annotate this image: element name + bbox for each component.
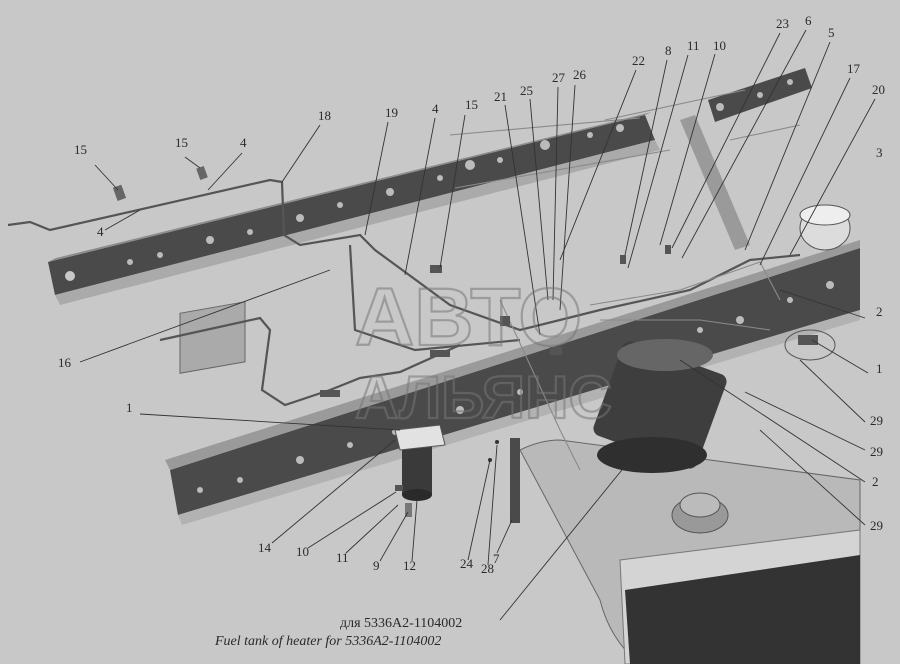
callout-l4c: 4 (97, 224, 104, 239)
callout-l1a: 1 (876, 361, 883, 376)
callout-l29c: 29 (870, 518, 883, 533)
callout-l24: 24 (460, 556, 474, 571)
bracket (179, 301, 246, 374)
callout-l4a: 4 (432, 101, 439, 116)
callout-l11a: 11 (687, 38, 700, 53)
callout-l18: 18 (318, 108, 331, 123)
caption-en: Fuel tank of heater for 5336А2-1104002 (214, 634, 441, 649)
watermark-line2: АЛЬЯНС (355, 364, 612, 431)
small-parts (112, 165, 836, 517)
callout-l17: 17 (847, 61, 861, 76)
main-fuel-tank (519, 439, 861, 664)
callout-l11b: 11 (336, 550, 349, 565)
callout-l9: 9 (373, 558, 380, 573)
callout-l6: 6 (805, 13, 812, 28)
callout-l15c: 15 (74, 142, 87, 157)
callout-l28: 28 (481, 561, 494, 576)
fuel-lines (7, 89, 801, 471)
callout-l29a: 29 (870, 413, 883, 428)
heater-fuel-tank (593, 339, 727, 473)
upper-frame-rail (48, 68, 812, 305)
callout-l4b: 4 (240, 135, 247, 150)
callout-l16: 16 (58, 355, 72, 370)
callout-l15b: 15 (175, 135, 188, 150)
callout-l10b: 10 (296, 544, 309, 559)
callout-l2b: 2 (872, 474, 879, 489)
callout-l23: 23 (776, 16, 789, 31)
callout-l29b: 29 (870, 444, 883, 459)
callout-l20: 20 (872, 82, 885, 97)
callout-l1b: 1 (126, 400, 133, 415)
callout-l19: 19 (385, 105, 398, 120)
fuel-pump (394, 424, 446, 501)
callout-l5: 5 (828, 25, 835, 40)
callout-l8: 8 (665, 43, 672, 58)
callout-l27: 27 (552, 70, 566, 85)
strap (510, 115, 750, 523)
callout-l10a: 10 (713, 38, 726, 53)
callout-l25: 25 (520, 83, 533, 98)
callout-l14: 14 (258, 540, 272, 555)
callout-l22: 22 (632, 53, 645, 68)
callout-l7: 7 (493, 551, 500, 566)
callout-l21: 21 (494, 89, 507, 104)
callout-l26: 26 (573, 67, 587, 82)
callout-l12: 12 (403, 558, 416, 573)
tank-cap (799, 204, 851, 251)
leader-lines (79, 29, 876, 621)
watermark: АВТО АЛЬЯНС (354, 271, 613, 432)
watermark-line1: АВТО (355, 272, 582, 363)
caption-ru: для 5336А2-1104002 (340, 616, 462, 631)
callout-l2a: 2 (876, 304, 883, 319)
callout-l3: 3 (876, 145, 883, 160)
callout-l15a: 15 (465, 97, 478, 112)
